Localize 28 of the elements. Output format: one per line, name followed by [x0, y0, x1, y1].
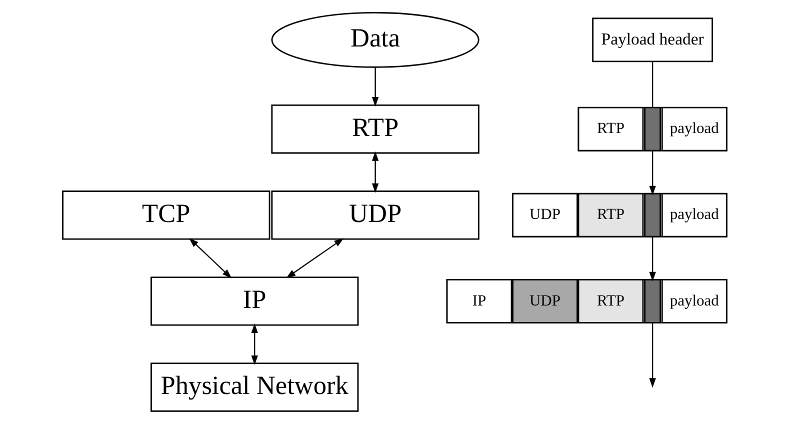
node-box: RTP [578, 192, 644, 238]
node-box: Physical Network [150, 362, 359, 412]
arrow [189, 238, 232, 278]
arrow [649, 323, 656, 388]
arrow [372, 151, 379, 193]
arrow [372, 67, 379, 107]
node-box: payload [661, 278, 728, 324]
node-bar [644, 278, 662, 324]
arrow [649, 237, 656, 282]
node-box: UDP [512, 192, 578, 238]
node-bar [644, 192, 662, 238]
node-box: IP [150, 276, 359, 326]
node-box: UDP [271, 190, 480, 240]
arrow [251, 323, 258, 366]
node-box: payload [661, 192, 728, 238]
node-box: RTP [271, 104, 480, 154]
node-box: Payload header [592, 18, 714, 62]
arrow [286, 238, 344, 278]
arrow [649, 150, 656, 196]
node-box: TCP [62, 190, 270, 240]
node-box: UDP [512, 278, 578, 324]
node-box: IP [446, 278, 512, 324]
node-ellipse: Data [271, 12, 480, 68]
node-bar [644, 106, 662, 152]
connector [652, 62, 654, 108]
node-box: RTP [578, 278, 644, 324]
node-box: RTP [578, 106, 644, 152]
node-box: payload [661, 106, 728, 152]
